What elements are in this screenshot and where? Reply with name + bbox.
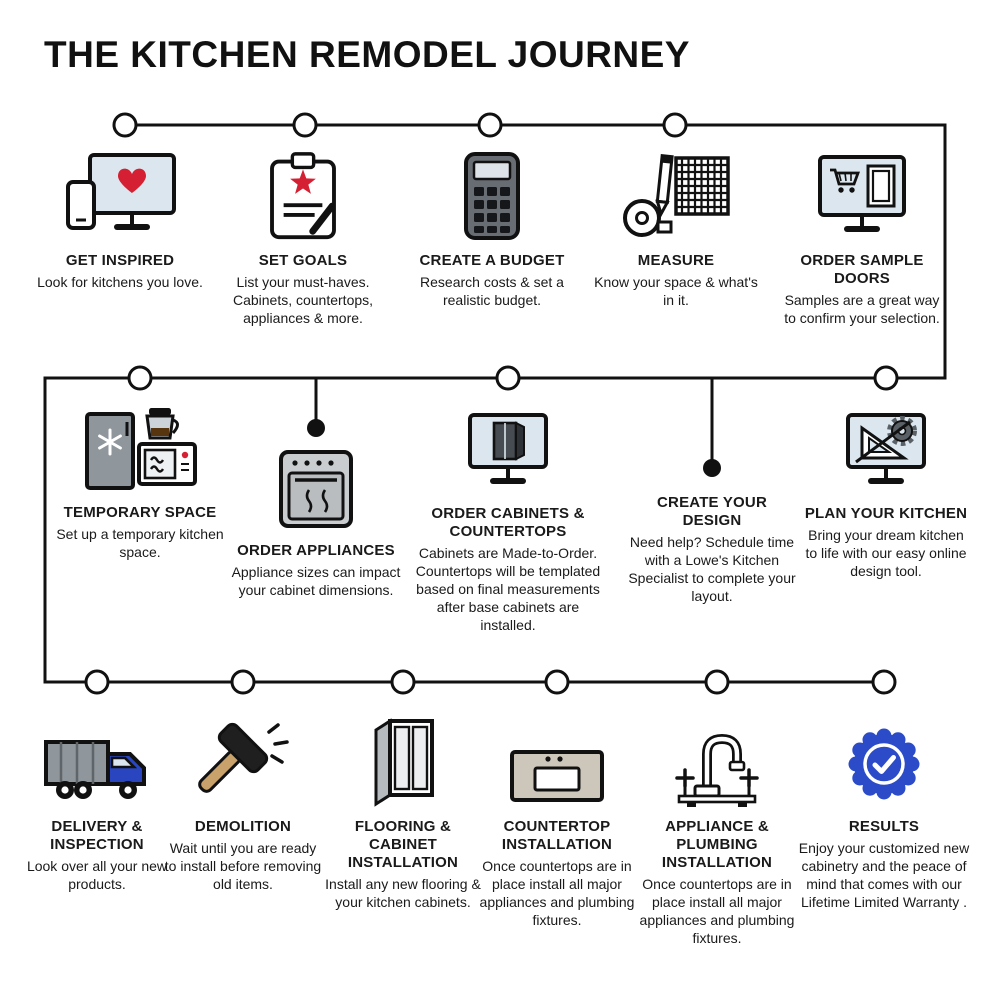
step-description: List your must-haves. Cabinets, countert… bbox=[232, 274, 374, 326]
step-description: Cabinets are Made-to-Order. Countertops … bbox=[415, 545, 601, 633]
cabinet-icon bbox=[374, 718, 434, 807]
step-order-sample-doors: ORDER SAMPLE DOORS Samples are a great w… bbox=[777, 150, 947, 328]
fridge-microwave-icon bbox=[85, 408, 197, 490]
step-heading: CREATE A BUDGET bbox=[419, 252, 565, 269]
sledgehammer-icon bbox=[198, 722, 289, 793]
step-description: Look over all your new products. bbox=[26, 858, 168, 892]
step-create-a-budget: CREATE A BUDGET Research costs & set a r… bbox=[407, 150, 577, 310]
tape-measure-grid-icon bbox=[623, 153, 730, 237]
step-heading: SET GOALS bbox=[258, 252, 348, 269]
step-heading: FLOORING & CABINET INSTALLATION bbox=[347, 818, 459, 871]
calculator-icon bbox=[464, 152, 520, 240]
step-heading: COUNTERTOP INSTALLATION bbox=[501, 818, 613, 853]
step-heading: CREATE YOUR DESIGN bbox=[657, 494, 767, 529]
step-demolition: DEMOLITION Wait until you are ready to i… bbox=[163, 712, 323, 894]
step-description: Research costs & set a realistic budget. bbox=[420, 274, 564, 308]
step-countertop-installation: COUNTERTOP INSTALLATION Once countertops… bbox=[477, 712, 637, 930]
step-description: Install any new flooring & your kitchen … bbox=[325, 876, 481, 910]
step-heading: DEMOLITION bbox=[194, 818, 292, 835]
faucet-icon bbox=[675, 733, 759, 807]
step-heading: ORDER CABINETS & COUNTERTOPS bbox=[431, 505, 585, 540]
step-heading: ORDER APPLIANCES bbox=[237, 542, 395, 559]
step-flooring-cabinet-installation: FLOORING & CABINET INSTALLATION Install … bbox=[323, 712, 483, 912]
step-description: Once countertops are in place install al… bbox=[479, 858, 635, 928]
step-heading: DELIVERY & INSPECTION bbox=[50, 818, 144, 853]
monitor-cabinet-icon bbox=[468, 413, 548, 484]
step-order-appliances: ORDER APPLIANCES Appliance sizes can imp… bbox=[231, 446, 401, 600]
monitor-cart-door-icon bbox=[818, 155, 906, 232]
step-temporary-space: TEMPORARY SPACE Set up a temporary kitch… bbox=[55, 402, 225, 562]
step-heading: APPLIANCE & PLUMBING INSTALLATION bbox=[661, 818, 773, 871]
step-plan-your-kitchen: PLAN YOUR KITCHEN Bring your dream kitch… bbox=[801, 410, 971, 581]
step-order-cabinets-countertops: ORDER CABINETS & COUNTERTOPS Cabinets ar… bbox=[408, 410, 608, 635]
step-description: Bring your dream kitchen to life with ou… bbox=[805, 527, 967, 579]
page-title: THE KITCHEN REMODEL JOURNEY bbox=[44, 34, 690, 75]
step-heading: TEMPORARY SPACE bbox=[63, 504, 217, 521]
step-heading: PLAN YOUR KITCHEN bbox=[804, 505, 968, 522]
step-heading: MEASURE bbox=[637, 252, 715, 269]
step-description: Look for kitchens you love. bbox=[37, 274, 203, 290]
step-description: Once countertops are in place install al… bbox=[639, 876, 795, 946]
step-description: Appliance sizes can impact your cabinet … bbox=[231, 564, 401, 598]
clipboard-star-icon bbox=[270, 152, 336, 240]
step-description: Need help? Schedule time with a Lowe's K… bbox=[628, 534, 796, 604]
step-set-goals: SET GOALS List your must-haves. Cabinets… bbox=[218, 150, 388, 328]
step-get-inspired: GET INSPIRED Look for kitchens you love. bbox=[35, 150, 205, 292]
step-description: Know your space & what's in it. bbox=[594, 274, 758, 308]
step-results: RESULTS Enjoy your customized new cabine… bbox=[794, 712, 974, 912]
step-description: Wait until you are ready to install befo… bbox=[164, 840, 322, 892]
step-heading: GET INSPIRED bbox=[65, 252, 175, 269]
delivery-truck-icon bbox=[44, 740, 146, 799]
step-description: Set up a temporary kitchen space. bbox=[56, 526, 224, 560]
step-appliance-plumbing-installation: APPLIANCE & PLUMBING INSTALLATION Once c… bbox=[637, 712, 797, 948]
award-badge-check-icon bbox=[848, 728, 920, 800]
step-delivery-inspection: DELIVERY & INSPECTION Look over all your… bbox=[17, 712, 177, 894]
monitor-ruler-gear-icon bbox=[846, 413, 926, 484]
monitor-heart-icon bbox=[66, 153, 176, 230]
step-measure: MEASURE Know your space & what's in it. bbox=[591, 150, 761, 310]
countertop-sink-icon bbox=[510, 750, 604, 802]
step-heading: RESULTS bbox=[848, 818, 920, 835]
step-description: Enjoy your customized new cabinetry and … bbox=[798, 840, 970, 910]
step-description: Samples are a great way to confirm your … bbox=[784, 292, 940, 326]
oven-icon bbox=[279, 450, 353, 528]
step-heading: ORDER SAMPLE DOORS bbox=[800, 252, 924, 287]
step-create-your-design: CREATE YOUR DESIGN Need help? Schedule t… bbox=[627, 494, 797, 606]
